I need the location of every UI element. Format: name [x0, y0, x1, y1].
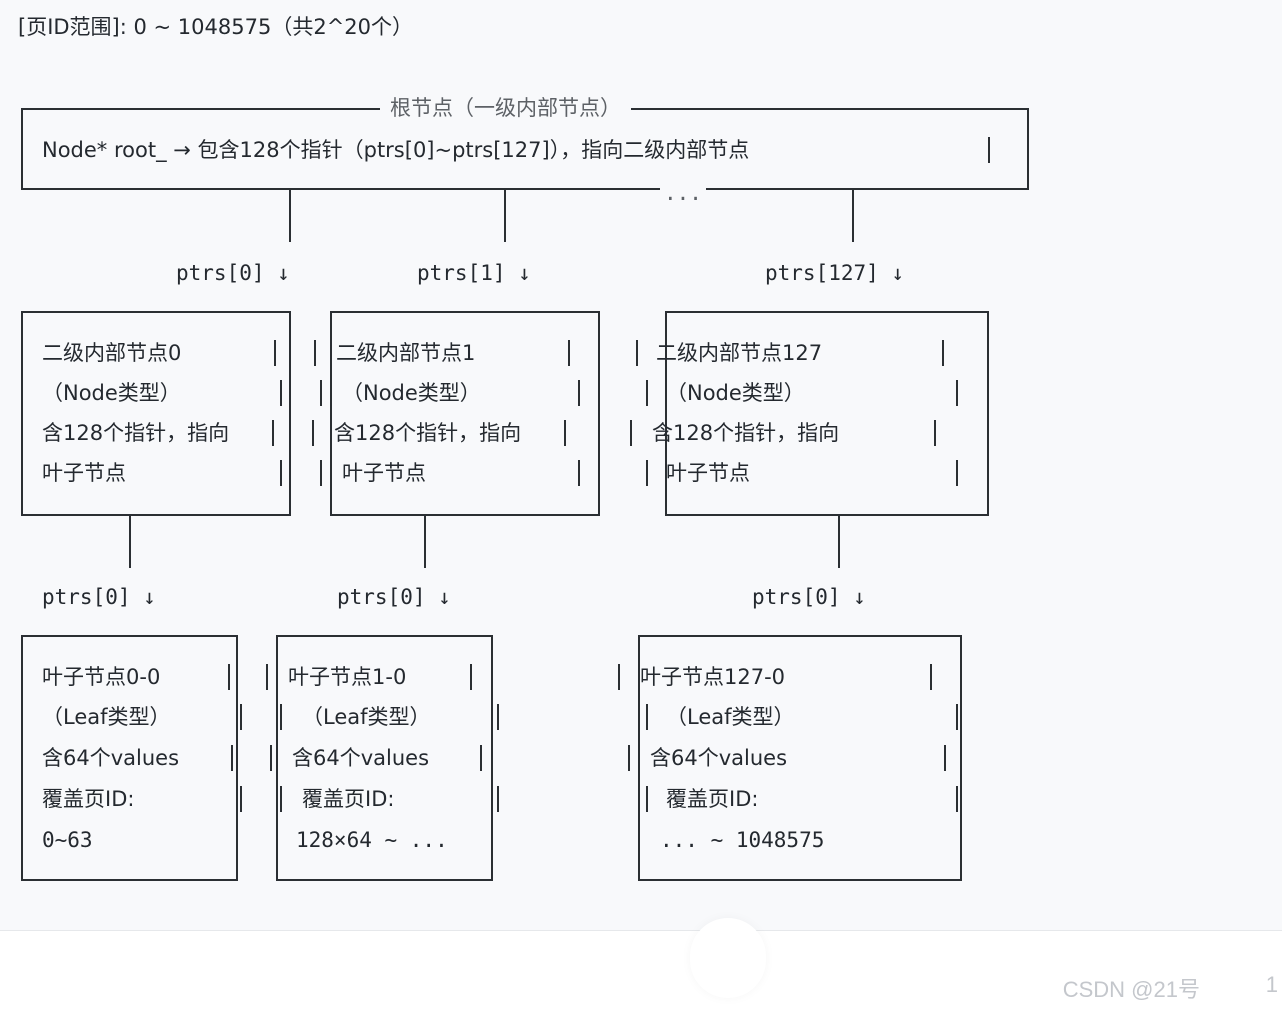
pointer-label-1: ptrs[1] ↓ — [417, 261, 531, 285]
leaf-node-127-range: ... ~ 1048575 — [660, 828, 825, 852]
leaf-node-0-title: 叶子节点0-0 — [42, 665, 161, 689]
internal-node-127-target: 叶子节点 — [666, 461, 750, 485]
leaf-node-1-range: 128×64 ~ ... — [296, 828, 448, 852]
internal-node-0-type: （Node类型） — [42, 381, 181, 405]
connector-internal-0 — [129, 516, 131, 568]
internal-node-127-type: （Node类型） — [666, 381, 805, 405]
internal-node-0-desc: 含128个指针，指向 — [42, 421, 230, 445]
internal-node-127-title: 二级内部节点127 — [656, 341, 823, 365]
connector-root-127 — [852, 190, 854, 242]
leaf-node-0-cover: 覆盖页ID: — [42, 787, 135, 811]
internal-node-0-target: 叶子节点 — [42, 461, 126, 485]
connector-internal-1 — [424, 516, 426, 568]
leaf-node-127-title: 叶子节点127-0 — [640, 665, 786, 689]
csdn-watermark: CSDN @21号 — [1062, 977, 1200, 1002]
page-id-range: [页ID范围]: 0 ~ 1048575（共2^20个） — [18, 15, 414, 39]
internal-node-0-title: 二级内部节点0 — [42, 341, 182, 365]
leaf-node-0-box — [21, 635, 238, 881]
leaf-node-127-values: 含64个values — [650, 746, 788, 770]
internal-node-1-box — [330, 311, 600, 516]
internal-node-127-desc: 含128个指针，指向 — [652, 421, 840, 445]
root-node-line: Node* root_ → 包含128个指针（ptrs[0]~ptrs[127]… — [42, 138, 750, 162]
leaf-node-0-range: 0~63 — [42, 828, 93, 852]
internal-node-127-box — [665, 311, 989, 516]
leaf-node-0-values: 含64个values — [42, 746, 180, 770]
leaf-pointer-label-1: ptrs[0] ↓ — [337, 585, 451, 609]
corner-number: 1 — [1265, 972, 1278, 997]
leaf-node-0-type: （Leaf类型） — [42, 705, 171, 729]
leaf-node-1-values: 含64个values — [292, 746, 430, 770]
pointer-label-127: ptrs[127] ↓ — [765, 261, 905, 285]
leaf-node-1-cover: 覆盖页ID: — [302, 787, 395, 811]
connector-root-1 — [504, 190, 506, 242]
internal-node-0-box — [21, 311, 291, 516]
leaf-pointer-label-0: ptrs[0] ↓ — [42, 585, 156, 609]
root-inner-bar — [988, 137, 990, 163]
leaf-node-127-type: （Leaf类型） — [666, 705, 795, 729]
leaf-node-1-box — [276, 635, 493, 881]
leaf-node-127-cover: 覆盖页ID: — [666, 787, 759, 811]
root-node-title: 根节点（一级内部节点） — [380, 95, 631, 121]
leaf-node-1-type: （Leaf类型） — [302, 705, 431, 729]
connector-root-0 — [289, 190, 291, 242]
internal-node-1-type: （Node类型） — [342, 381, 481, 405]
code-block: [页ID范围]: 0 ~ 1048575（共2^20个） 根节点（一级内部节点）… — [0, 15, 1282, 931]
leaf-node-1-title: 叶子节点1-0 — [288, 665, 407, 689]
root-ellipsis: ... — [660, 180, 706, 206]
leaf-node-127-box — [638, 635, 962, 881]
floating-bubble — [690, 918, 766, 998]
connector-internal-127 — [838, 516, 840, 568]
pointer-label-0: ptrs[0] ↓ — [176, 261, 290, 285]
internal-node-1-desc: 含128个指针，指向 — [334, 421, 522, 445]
internal-node-1-target: 叶子节点 — [342, 461, 426, 485]
leaf-pointer-label-127: ptrs[0] ↓ — [752, 585, 866, 609]
internal-node-1-title: 二级内部节点1 — [336, 341, 476, 365]
